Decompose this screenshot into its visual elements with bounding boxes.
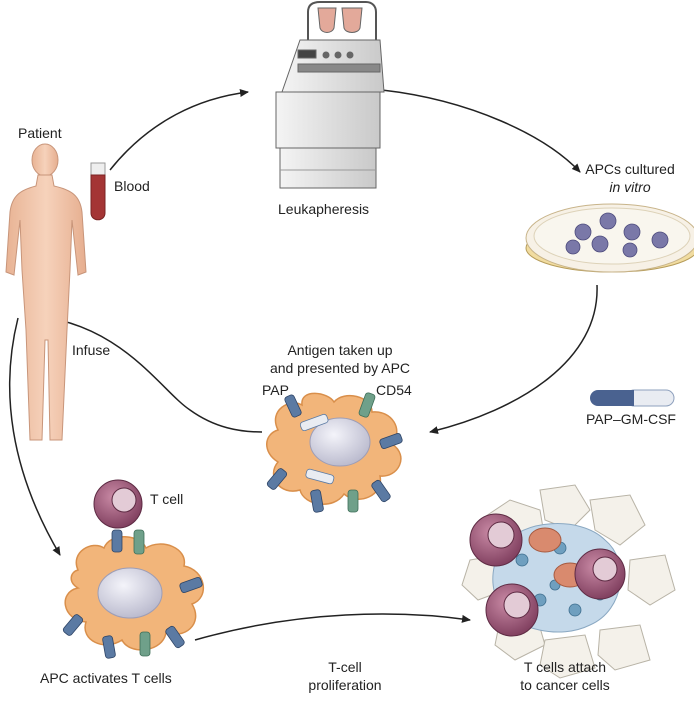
apc-activating-tcell: [62, 479, 205, 659]
apc-center-receptors: [266, 392, 403, 513]
leukapheresis-machine-icon: [275, 1, 385, 189]
label-patient: Patient: [18, 125, 62, 141]
label-t-cells-attach: T cells attach to cancer cells: [500, 658, 630, 694]
patient-figure: [5, 143, 87, 441]
label-pap-gm-csf: PAP–GM-CSF: [586, 411, 676, 427]
label-antigen-line1: Antigen taken up: [287, 342, 393, 358]
label-antigen: Antigen taken up and presented by APC: [250, 341, 430, 377]
arrow-patient-down-to-activation: [8, 317, 61, 556]
label-infuse: Infuse: [72, 342, 111, 358]
antigen-presenting-cell-center: [266, 392, 402, 505]
label-t-cell: T cell: [150, 491, 184, 507]
arrow-patient-to-leukapheresis: [109, 89, 249, 171]
blood-tube-icon: [90, 162, 106, 221]
pap-gm-csf-construct-icon: [590, 389, 675, 407]
label-t-cells-attach-line2: to cancer cells: [520, 677, 610, 693]
label-cd54: CD54: [376, 382, 412, 398]
arrow-proliferation-to-cancer: [194, 613, 471, 641]
cycle-arrows: [8, 89, 598, 641]
label-leukapheresis: Leukapheresis: [278, 201, 370, 217]
label-pap: PAP: [262, 382, 289, 398]
label-antigen-line2: and presented by APC: [269, 360, 411, 376]
tumor-cluster: [461, 484, 676, 679]
label-tcell-proliferation: T-cell proliferation: [290, 658, 400, 694]
arrow-culture-to-apc: [429, 284, 598, 434]
t-cell-icon: [93, 479, 143, 529]
label-tcell-proliferation-line2: proliferation: [308, 677, 382, 693]
label-blood: Blood: [114, 178, 150, 194]
label-apcs-cultured-line2: in vitro: [609, 179, 651, 195]
label-t-cells-attach-line1: T cells attach: [523, 659, 607, 675]
label-apc-activates: APC activates T cells: [40, 670, 172, 686]
label-apcs-cultured-line1: APCs cultured: [585, 161, 675, 177]
attached-t-cells: [469, 513, 626, 637]
label-tcell-proliferation-line1: T-cell: [328, 659, 362, 675]
label-apcs-cultured: APCs cultured in vitro: [570, 160, 690, 196]
arrow-infuse-to-apc: [24, 314, 263, 433]
arrow-leukapheresis-to-culture: [381, 89, 581, 173]
petri-dish-icon: [525, 203, 694, 273]
